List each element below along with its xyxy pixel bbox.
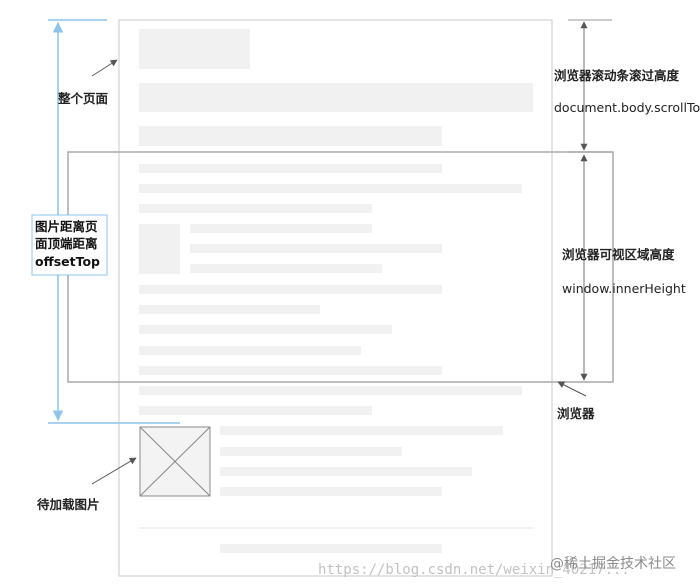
scroll-height-code: document.body.scrollTop — [554, 100, 700, 115]
placeholder-line — [139, 305, 320, 314]
placeholder-line — [139, 325, 392, 334]
offset-top-label-line2: 面顶端距离 — [35, 236, 98, 251]
placeholder-thumb — [139, 224, 180, 274]
placeholder-line — [220, 426, 503, 435]
offset-top-label-line1: 图片距离页 — [35, 219, 98, 234]
placeholder-line — [139, 386, 522, 395]
placeholder-line — [220, 544, 442, 553]
page-outline — [118, 19, 553, 577]
placeholder-line — [220, 487, 442, 496]
placeholder-line — [139, 204, 372, 213]
watermark-site: @稀土掘金技术社区 — [550, 556, 676, 572]
placeholder-line — [190, 224, 372, 233]
placeholder-line — [139, 406, 372, 415]
viewport-height-title: 浏览器可视区域高度 — [562, 247, 675, 262]
placeholder-line — [139, 164, 442, 173]
placeholder-line — [220, 447, 402, 456]
placeholder-line — [139, 346, 361, 355]
placeholder-line — [190, 244, 442, 253]
placeholder-line — [139, 184, 522, 193]
watermark-url: https://blog.csdn.net/weixin_40217... — [318, 562, 630, 578]
placeholder-logo — [139, 29, 250, 69]
placeholder-line — [190, 264, 382, 273]
placeholder-line — [220, 467, 472, 476]
browser-label: 浏览器 — [557, 406, 595, 421]
scroll-dimension — [568, 19, 612, 153]
browser-pointer-arrow — [557, 381, 587, 397]
offset-top-label-code: offsetTop — [35, 254, 100, 269]
lazy-image-label: 待加载图片 — [37, 497, 100, 512]
scroll-height-title: 浏览器滚动条滚过高度 — [554, 68, 680, 83]
placeholder-bar — [139, 126, 442, 146]
placeholder-bar — [139, 83, 533, 112]
lazy-image-pointer-arrow — [91, 457, 137, 485]
whole-page-label: 整个页面 — [58, 91, 109, 106]
page-placeholder-content — [139, 29, 533, 553]
placeholder-line — [139, 285, 442, 294]
offset-top-dimension — [31, 19, 180, 424]
viewport-height-code: window.innerHeight — [562, 281, 686, 296]
offset-top-label-box — [31, 214, 108, 276]
whole-page-pointer-arrow — [91, 59, 118, 77]
placeholder-line — [139, 366, 442, 375]
lazy-image-placeholder — [139, 426, 211, 497]
